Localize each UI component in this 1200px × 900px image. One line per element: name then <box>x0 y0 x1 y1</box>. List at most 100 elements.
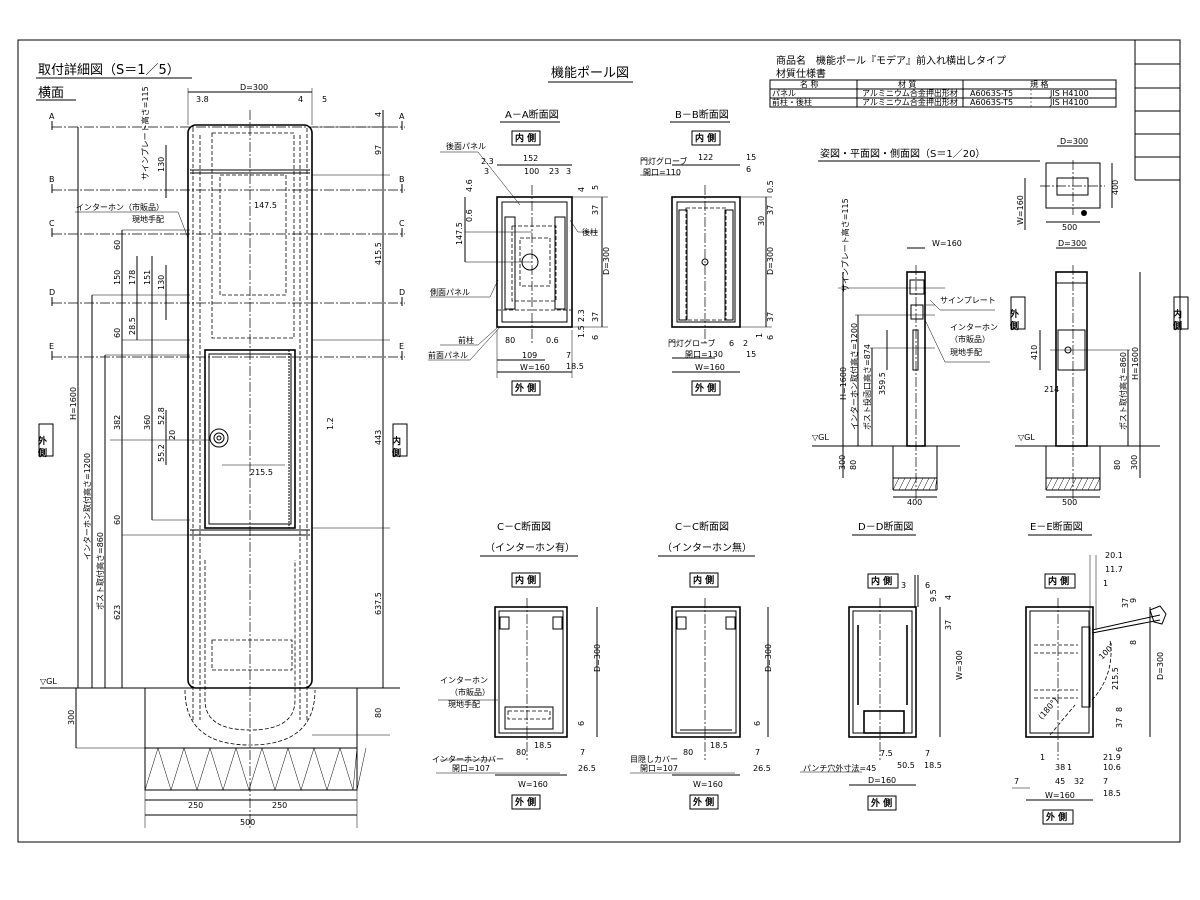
dimension-label: 150 <box>113 270 122 285</box>
dimension-label: 6 <box>1115 747 1124 752</box>
section-a-a-title: A－A断面図 <box>505 108 559 121</box>
dimension-label: 4.6 <box>465 179 474 192</box>
dimension-label: ポスト取付高さ=860 <box>1118 352 1128 430</box>
dimension-label: インターホンカバー <box>432 755 504 764</box>
grid-line-label: A <box>49 112 55 121</box>
grid-line-label: E <box>399 342 404 351</box>
dimension-label: 4 <box>374 112 383 117</box>
inner-side-label: 内 側 <box>390 435 402 458</box>
dimension-label: （市販品） <box>950 334 990 344</box>
dimension-label: 359.5 <box>878 372 887 395</box>
dimension-label: （市販品） <box>450 687 490 697</box>
dimension-label: D=300 <box>764 644 773 672</box>
section-c-c-subtitle: （インターホン無） <box>662 541 752 554</box>
dimension-label: 80 <box>849 460 858 470</box>
hatch-line <box>287 747 302 791</box>
dimension-label: 開口=107 <box>640 764 678 773</box>
dimension-label: 50.5 <box>897 761 915 770</box>
dimension-label: インターホン取付高さ=1200 <box>849 323 859 430</box>
dimension-label: サインプレート高さ=115 <box>140 86 150 180</box>
outer-side-label: 外 側 <box>1008 308 1020 331</box>
table-cell: JIS H4100 <box>1049 89 1089 98</box>
dimension-label: 15 <box>746 350 756 359</box>
hatch-line <box>339 747 354 791</box>
spec-title: 材質仕様書 <box>776 67 826 80</box>
dimension-label: 26.5 <box>578 764 596 773</box>
dimension-label: 9 <box>1129 598 1138 603</box>
product-name: 商品名 機能ポール『モデア』前入れ横出しタイプ <box>776 54 1006 67</box>
hatch-line <box>904 477 912 491</box>
dimension-label: 18.5 <box>566 362 584 371</box>
dimension-label: 151 <box>143 270 152 285</box>
dimension-label: 500 <box>240 818 255 827</box>
section-c-c-without-intercom: C－C断面図 （インターホン無） 内 側 外 側 <box>630 520 769 810</box>
outer-side-label: 外 側 <box>694 382 716 394</box>
dimension-label: ポスト投函口高さ=874 <box>862 344 872 430</box>
hatch-line <box>157 747 172 791</box>
dimension-label: 18.5 <box>710 741 728 750</box>
dimension-label: 1.2 <box>326 417 335 430</box>
dimension-label: 443 <box>374 430 383 445</box>
hatch-line <box>170 747 185 791</box>
dimension-label: 現地手配 <box>132 214 164 224</box>
main-elevation-view: 取付詳細図（S＝1／5） 横面 <box>36 62 408 830</box>
dimension-label: 80 <box>516 748 526 757</box>
dimension-label: 26.5 <box>753 764 771 773</box>
dimension-label: 500 <box>1062 498 1077 507</box>
hatch-line <box>183 747 198 791</box>
dimension-label: 1 <box>1067 763 1072 772</box>
dimension-label: 6 <box>746 165 751 174</box>
hatch-line <box>1075 477 1083 491</box>
dimension-label: 10.6 <box>1103 763 1121 772</box>
dimension-label: D=300 <box>1058 239 1086 248</box>
dimension-label: ポスト取付高さ=860 <box>95 532 105 610</box>
dimension-label: 3 <box>566 167 571 176</box>
dimension-label: 109 <box>522 351 537 360</box>
hatch-line <box>235 747 250 791</box>
dimension-label: 214 <box>1044 385 1059 394</box>
dimension-label: 80 <box>374 708 383 718</box>
dimension-label: 400 <box>1111 180 1120 195</box>
dimension-label: W=160 <box>932 239 962 248</box>
dimension-label: 現地手配 <box>448 699 480 709</box>
dimension-label: 9.5 <box>929 589 938 602</box>
dimension-label: D=300 <box>1156 652 1165 680</box>
dimension-label: 6 <box>591 335 600 340</box>
grid-line-label: C <box>399 219 405 228</box>
dimension-label: 前柱 <box>458 335 474 345</box>
outer-side-label: 外 側 <box>514 796 536 808</box>
dimension-label: 7 <box>1103 777 1108 786</box>
dimension-label: 178 <box>128 270 137 285</box>
dimension-label: 3 <box>901 581 906 590</box>
dimension-label: 開口=107 <box>452 764 490 773</box>
grid-line-label: A <box>399 112 405 121</box>
dimension-label: 15 <box>746 153 756 162</box>
dimension-label: W=160 <box>693 780 723 789</box>
section-c-c-title: C－C断面図 <box>497 520 551 533</box>
hatch-line <box>313 747 328 791</box>
dimension-label: 37 <box>944 620 953 630</box>
hatch-line <box>274 747 289 791</box>
dimension-label: 0.6 <box>546 336 559 345</box>
drawing-title: 機能ポール図 <box>551 66 629 81</box>
outer-side-label: 外 側 <box>1045 811 1067 823</box>
dimension-label: 410 <box>1030 345 1039 360</box>
dimension-label: 55.2 <box>157 444 166 462</box>
sheet-frame <box>17 39 1181 843</box>
dimension-label: 1 <box>1040 753 1045 762</box>
dimension-label: W=160 <box>695 363 725 372</box>
dimension-label: 目隠しカバー <box>630 754 678 764</box>
hatch-line <box>209 747 224 791</box>
foundation-hatch <box>892 477 1101 491</box>
section-e-e: E－E断面図 内 側 外 側 <box>1012 520 1167 825</box>
hatch-line <box>326 747 341 791</box>
dimension-label: 500 <box>1062 223 1077 232</box>
dimension-label: 0.6 <box>465 209 474 222</box>
dimension-label: 37 <box>1115 718 1124 728</box>
dimension-label: ▽GL <box>1018 433 1035 442</box>
dimension-label: 側面パネル <box>430 287 470 297</box>
dimension-label: 37 <box>591 312 600 322</box>
inner-side-label: 内 側 <box>693 574 714 586</box>
hatch-line <box>1051 477 1059 491</box>
dimension-label: 門灯グローブ <box>640 156 688 166</box>
